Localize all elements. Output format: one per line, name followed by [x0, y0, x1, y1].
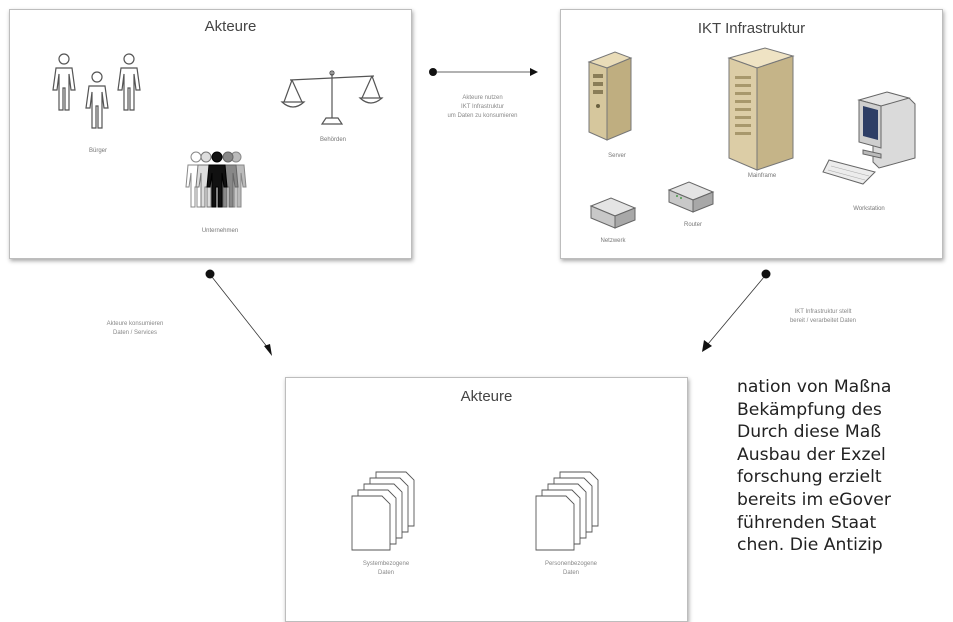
personal-data-label: Personenbezogene Daten: [544, 561, 598, 576]
body-line: forschung erzielt: [737, 467, 882, 488]
mainframe-icon: [727, 47, 795, 171]
scales-icon: [280, 70, 384, 125]
companies-icon: [185, 151, 247, 208]
citizens-label: Bürger: [88, 148, 107, 154]
documents-icon: [351, 471, 415, 551]
flow-arrow-top: [429, 68, 538, 76]
authorities-label: Behörden: [319, 137, 347, 143]
network-label: Netzwerk: [600, 238, 626, 244]
workstation-icon: [822, 91, 916, 185]
flow-label-right: IKT Infrastruktur stellt bereit / verarb…: [789, 309, 857, 324]
body-text: nation von Maßna Bekämpfung des Durch di…: [737, 376, 953, 621]
body-line: Bekämpfung des: [737, 399, 882, 420]
companies-label: Unternehmen: [201, 228, 239, 234]
actors-panel-title: Akteure: [204, 18, 257, 35]
flow-arrow-left: [205, 269, 272, 356]
actors-panel-top: Akteure Bürger Behörden: [9, 9, 412, 259]
router-label: Router: [683, 222, 702, 228]
actors-bottom-title: Akteure: [460, 388, 513, 405]
body-line: bereits im eGover: [737, 489, 891, 510]
infrastructure-panel-title: IKT Infrastruktur: [697, 20, 806, 37]
workstation-label: Workstation: [853, 206, 885, 212]
system-data-label: Systembezogene Daten: [362, 561, 410, 576]
server-icon: [587, 51, 633, 141]
body-line: Durch diese Maß: [737, 422, 882, 443]
flow-label-left: Akteure konsumieren Daten / Services: [106, 321, 164, 336]
body-line: chen. Die Antizip: [737, 535, 883, 556]
infrastructure-panel: IKT Infrastruktur Server Mainframe Works…: [560, 9, 943, 259]
router-icon: [667, 181, 715, 213]
body-line: Ausbau der Exzel: [737, 444, 886, 465]
flow-label-top: Akteure nutzen IKT Infrastruktur um Date…: [447, 95, 518, 119]
body-line: nation von Maßna: [737, 377, 892, 397]
flow-arrow-right: [702, 269, 771, 352]
mainframe-label: Mainframe: [747, 173, 777, 179]
network-icon: [589, 197, 637, 229]
server-label: Server: [608, 153, 626, 159]
body-line: führenden Staat: [737, 512, 877, 533]
documents-icon: [535, 471, 599, 551]
actors-panel-bottom: Akteure Systembezogene Daten Personenbez…: [285, 377, 688, 622]
citizens-icon: [52, 53, 141, 129]
